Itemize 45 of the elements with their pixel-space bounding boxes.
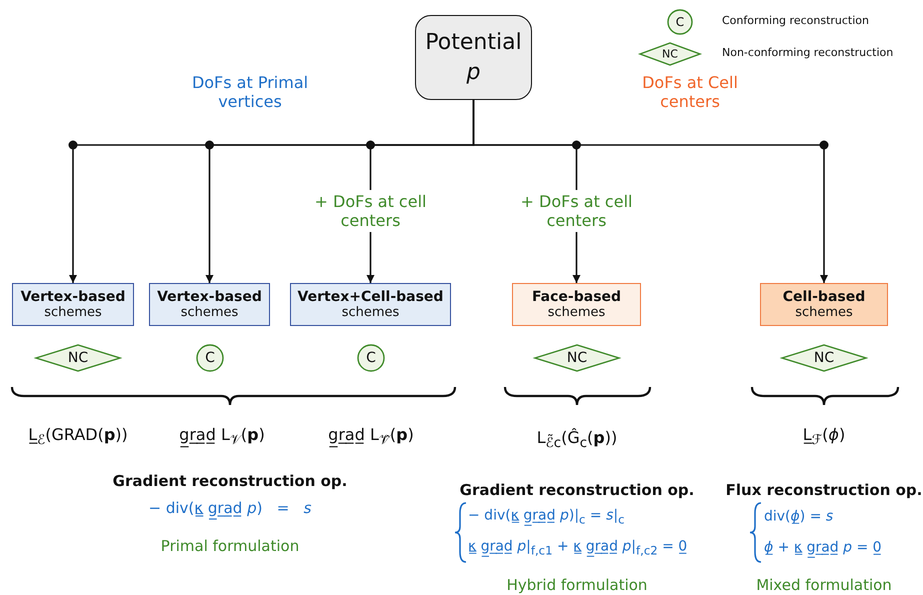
formula: ϕ̲ + κ̳ g̲r̲a̲d̲ p = 0̲ xyxy=(764,540,882,556)
box-text: schemes xyxy=(44,305,102,320)
section-heading: Gradient reconstruction op. xyxy=(112,472,348,490)
formula: − div(κ̳ g̲r̲a̲d̲ p)|$_{c}$ = s|$_{c}$ xyxy=(468,508,625,526)
box-text: schemes xyxy=(795,305,853,320)
scheme-box xyxy=(512,283,641,326)
formula: κ̳ g̲r̲a̲d̲ p|$_{f,c1}$ + κ̳ g̲r̲a̲d̲ p|$_{f,c2}$ = 0̲ xyxy=(468,538,688,558)
box-heading: Vertex-based xyxy=(157,289,262,305)
formula: L$_{ℰ̃c}$(Ĝ$_{c}$(p)) xyxy=(536,428,618,452)
formula: g̲r̲a̲d̲ L$_{𝒱}$(p) xyxy=(179,424,265,450)
circle-marker: C xyxy=(357,344,385,372)
box-heading: Vertex+Cell-based xyxy=(298,289,444,305)
formula: div(ϕ̲) = s xyxy=(764,508,834,526)
formula: − div(κ̳ g̲r̲a̲d̲ p) = s xyxy=(148,499,312,517)
scheme-box xyxy=(149,283,270,326)
edge-label: + DoFs at cell centers xyxy=(314,190,426,232)
box-text: schemes xyxy=(342,305,400,320)
box-heading: Face-based xyxy=(532,289,622,305)
legend-symbol-text: NC xyxy=(662,47,678,61)
group-label: DoFs at Primal vertices xyxy=(190,72,310,112)
formula: g̲r̲a̲d̲ L$_{𝒱̂}$(p) xyxy=(328,424,414,450)
section-heading: Flux reconstruction op. xyxy=(726,481,922,499)
group-label: DoFs at Cell centers xyxy=(641,72,739,112)
box-text: schemes xyxy=(548,305,606,320)
formula: L̲$_{ℰ}$(GRAD(p)) xyxy=(28,424,128,450)
caption-text: Primal formulation xyxy=(160,537,300,555)
diamond-marker: NC xyxy=(782,345,866,371)
legend-text: Conforming reconstruction xyxy=(722,14,869,28)
legend-text: Non-conforming reconstruction xyxy=(722,46,894,60)
scheme-box xyxy=(290,283,451,326)
caption-text: Hybrid formulation xyxy=(506,576,648,594)
box-heading: Vertex-based xyxy=(20,289,126,305)
scheme-box xyxy=(760,283,888,326)
section-heading: Gradient reconstruction op. xyxy=(460,481,694,499)
edge-label: + DoFs at cell centers xyxy=(520,190,632,232)
process-box: Potential p xyxy=(415,15,532,100)
legend-symbol-text: C xyxy=(676,14,684,30)
scheme-box xyxy=(12,283,134,326)
diamond-marker: NC xyxy=(36,345,120,371)
diamond-marker: NC xyxy=(535,345,619,371)
caption-text: Mixed formulation xyxy=(756,576,892,594)
box-text: schemes xyxy=(180,305,238,320)
box-heading: Cell-based xyxy=(782,289,866,305)
circle-marker: C xyxy=(196,344,224,372)
formula: L̲$_{ℱ}$(ϕ) xyxy=(802,424,846,450)
